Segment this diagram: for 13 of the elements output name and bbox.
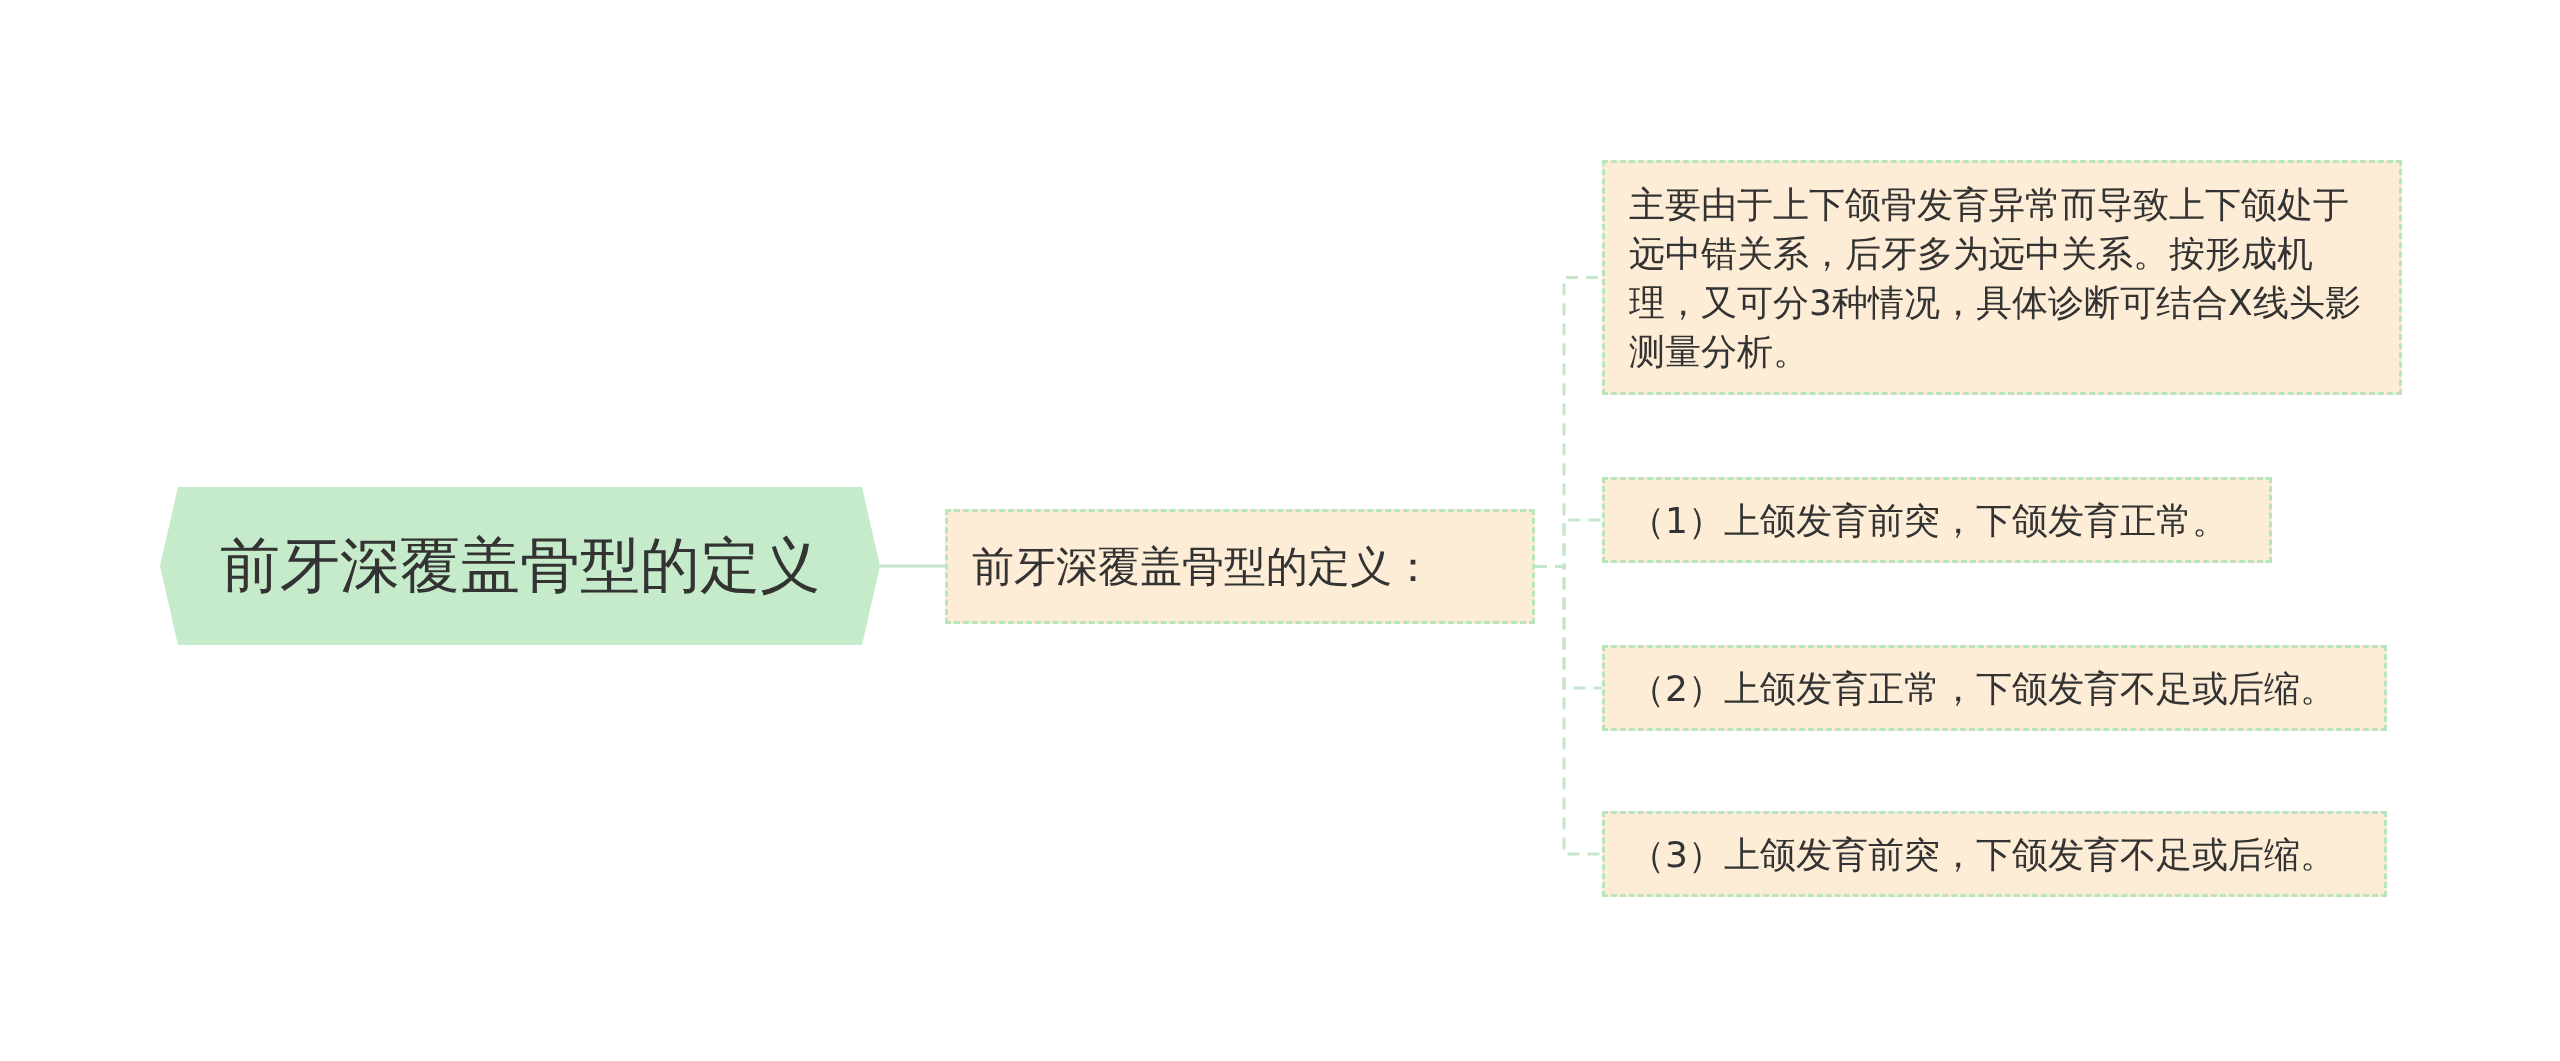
connector-line: [880, 564, 945, 568]
node-text: 主要由于上下颌骨发育异常而导致上下颌处于远中错关系，后牙多为远中关系。按形成机理，又可分3种情况，具体诊断可结合X线头影测量分析。: [1629, 182, 2362, 374]
detail-box: [1602, 477, 2272, 563]
detail-box: [1602, 645, 2387, 731]
connector-line: [1535, 565, 1602, 856]
node-text: （3）上颌发育前突，下颌发育不足或后缩。: [1629, 832, 2336, 877]
topic-title: 前牙深覆盖骨型的定义: [220, 528, 820, 602]
node-text: 前牙深覆盖骨型的定义：: [972, 542, 1434, 591]
node-text: （1）上颌发育前突，下颌发育正常。: [1629, 498, 2228, 543]
subtopic-box: [945, 509, 1535, 624]
detail-box: [1602, 811, 2387, 897]
detail-box: [1602, 160, 2402, 395]
node-text: （2）上颌发育正常，下颌发育不足或后缩。: [1629, 666, 2336, 711]
